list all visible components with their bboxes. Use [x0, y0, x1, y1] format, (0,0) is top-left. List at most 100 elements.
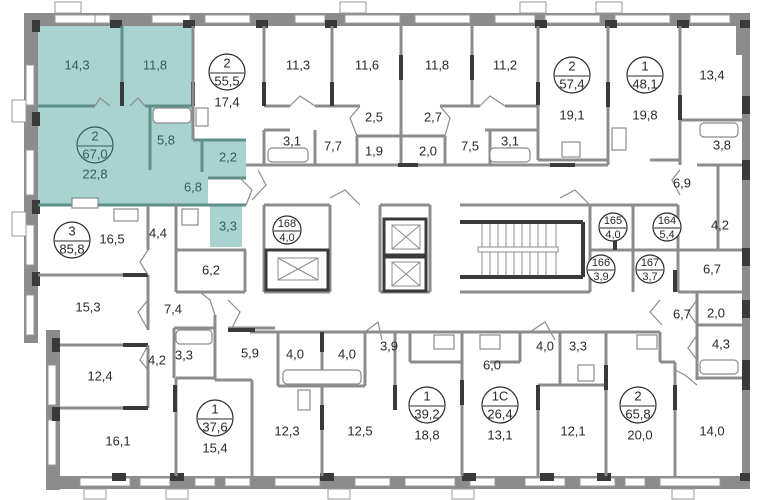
room-area: 6,7 — [673, 306, 691, 321]
room-area: 7,7 — [324, 138, 342, 153]
room-area: 16,5 — [99, 231, 124, 246]
room-area: 2,5 — [365, 109, 383, 124]
room-area: 6,7 — [703, 261, 721, 276]
room-area: 3,3 — [219, 218, 237, 233]
windows-top — [54, 1, 731, 24]
room-area: 11,3 — [286, 57, 310, 72]
apartment-area: 57,4 — [559, 76, 584, 91]
room-area: 15,3 — [75, 299, 100, 314]
room-area: 20,0 — [627, 427, 652, 442]
room-area: 3,8 — [713, 137, 731, 152]
staircase — [460, 220, 585, 279]
elevator-shafts — [264, 217, 428, 293]
room-area: 12,5 — [347, 423, 372, 438]
room-labels: 14,3 11,8 22,8 5,8 2,2 6,8 3,3 17,4 11,3… — [64, 57, 731, 455]
room-area: 12,3 — [274, 423, 299, 438]
columns — [32, 20, 750, 481]
bathroom-fixtures — [71, 107, 739, 411]
room-area: 14,0 — [699, 423, 724, 438]
storage-number: 164 — [658, 215, 676, 227]
room-area: 19,1 — [559, 107, 584, 122]
storage-area: 3,9 — [593, 271, 608, 283]
room-area: 13,4 — [699, 67, 724, 82]
storage-badge-167[interactable]: 167 3,7 — [635, 254, 665, 284]
room-area: 17,4 — [214, 94, 239, 109]
room-area: 7,5 — [461, 138, 479, 153]
storage-badge-166[interactable]: 166 3,9 — [586, 254, 616, 284]
apartment-badge-65-8[interactable]: 2 65,8 — [619, 386, 657, 424]
room-area: 3,1 — [501, 133, 519, 148]
apartment-rooms: 1 — [211, 401, 218, 416]
room-area: 5,8 — [157, 132, 175, 147]
apartment-badge-39-2[interactable]: 1 39,2 — [408, 386, 446, 424]
room-area: 4,2 — [711, 217, 729, 232]
room-area: 15,4 — [202, 440, 227, 455]
room-area: 4,0 — [536, 338, 554, 353]
apartment-area: 48,1 — [632, 76, 657, 91]
room-area: 11,2 — [493, 57, 517, 72]
storage-area: 4,0 — [279, 232, 294, 244]
storage-area: 4,0 — [605, 229, 620, 241]
apartment-rooms: 2 — [91, 128, 98, 143]
room-area: 2,2 — [219, 149, 237, 164]
apartment-badge-55-5[interactable]: 2 55,5 — [208, 53, 246, 91]
room-area: 16,1 — [105, 433, 130, 448]
apartment-67-0-highlight[interactable] — [38, 26, 246, 247]
apartment-rooms: 1С — [492, 388, 509, 403]
room-area: 12,1 — [560, 423, 585, 438]
doors — [94, 95, 698, 386]
apartment-area: 67,0 — [82, 146, 107, 161]
room-area: 19,8 — [632, 107, 657, 122]
windows-other — [11, 64, 721, 500]
room-area: 4,0 — [338, 346, 356, 361]
room-area: 11,8 — [143, 57, 167, 72]
apartment-area: 85,8 — [59, 241, 84, 256]
storage-area: 3,7 — [642, 271, 657, 283]
apartment-area: 65,8 — [625, 406, 650, 421]
room-area: 6,9 — [673, 175, 691, 190]
apartment-rooms: 2 — [568, 58, 575, 73]
apartment-badge-67-0[interactable]: 2 67,0 — [76, 126, 114, 164]
storage-number: 166 — [592, 257, 610, 269]
storage-badge-168[interactable]: 168 4,0 — [272, 215, 302, 245]
room-area: 6,2 — [202, 262, 220, 277]
apartment-badge-48-1[interactable]: 1 48,1 — [626, 56, 664, 94]
room-area: 1,9 — [365, 143, 383, 158]
room-area: 11,6 — [355, 57, 379, 72]
apartment-area: 39,2 — [414, 406, 439, 421]
storage-number: 165 — [604, 215, 622, 227]
apartment-area: 37,6 — [202, 419, 227, 434]
room-area: 7,4 — [164, 301, 182, 316]
room-area: 4,4 — [149, 225, 167, 240]
room-area: 2,7 — [424, 109, 442, 124]
room-area: 5,9 — [241, 345, 259, 360]
apartment-badge-57-4[interactable]: 2 57,4 — [553, 56, 591, 94]
room-area: 14,3 — [64, 57, 89, 72]
storage-number: 168 — [278, 218, 296, 230]
apartment-badge-37-6[interactable]: 1 37,6 — [196, 399, 234, 437]
room-area: 3,9 — [380, 338, 398, 353]
room-area: 18,8 — [414, 427, 439, 442]
storage-badge-164[interactable]: 164 5,4 — [652, 212, 682, 242]
room-area: 12,4 — [87, 368, 112, 383]
room-area: 3,3 — [175, 347, 193, 362]
storage-badge-165[interactable]: 165 4,0 — [598, 212, 628, 242]
room-area: 22,8 — [82, 166, 107, 181]
room-area: 3,3 — [569, 338, 587, 353]
room-area: 4,3 — [712, 336, 730, 351]
apartment-rooms: 1 — [423, 388, 430, 403]
interior-walls — [38, 26, 742, 476]
room-area: 13,1 — [487, 427, 512, 442]
apartment-badge-26-4[interactable]: 1С 26,4 — [481, 386, 519, 424]
room-area: 4,2 — [148, 352, 166, 367]
room-area: 6,0 — [483, 357, 501, 372]
room-area: 2,0 — [419, 143, 437, 158]
room-area: 4,0 — [286, 346, 304, 361]
apartment-area: 26,4 — [487, 406, 512, 421]
apartment-badge-85-8[interactable]: 3 85,8 — [53, 221, 91, 259]
room-area: 11,8 — [425, 57, 449, 72]
room-area: 6,8 — [184, 179, 202, 194]
apartment-rooms: 3 — [68, 223, 75, 238]
storage-number: 167 — [641, 257, 659, 269]
